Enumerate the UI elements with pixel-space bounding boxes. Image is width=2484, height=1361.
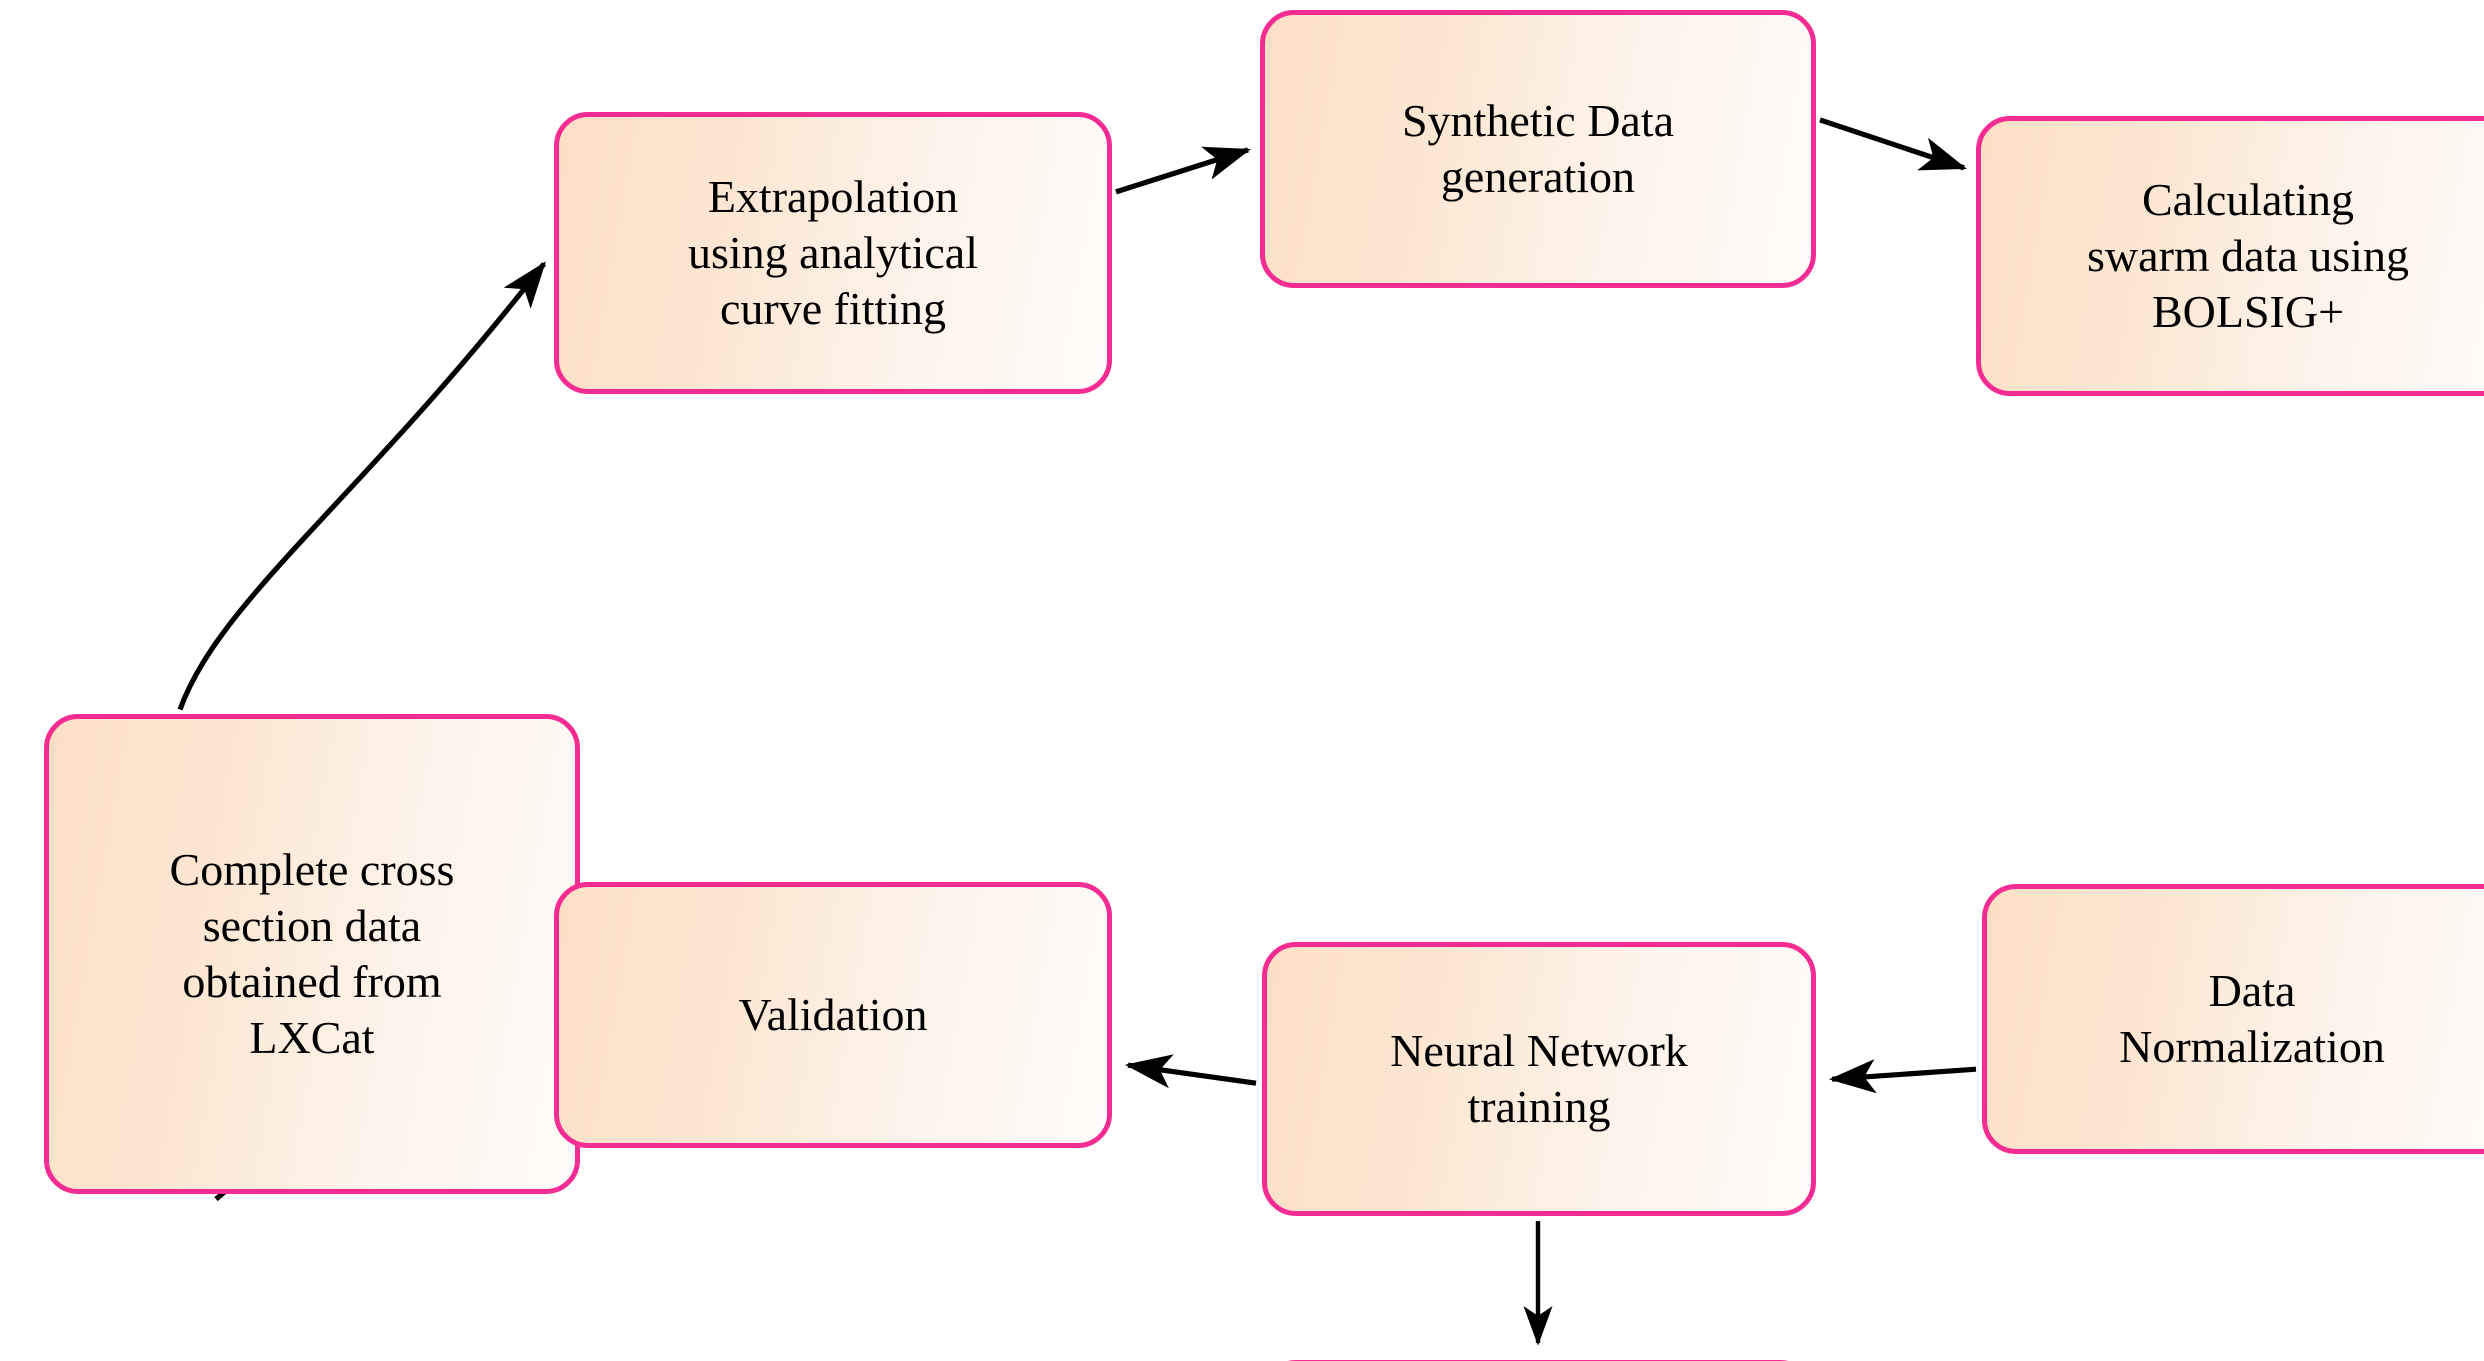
node-neural-network-training[interactable]: Neural Network training — [1262, 942, 1816, 1216]
node-label-synthetic-data-generation: Synthetic Data generation — [1401, 94, 1675, 202]
edge-crosssection-to-extrapolation — [177, 261, 547, 711]
node-validation[interactable]: Validation — [554, 882, 1112, 1148]
node-label-extrapolation: Extrapolation using analytical curve fit… — [688, 170, 978, 335]
node-label-data-normalization: Data Normalization — [2119, 964, 2385, 1072]
node-calculating-swarm-data[interactable]: Calculating swarm data using BOLSIG+ — [1976, 116, 2484, 396]
node-data-normalization[interactable]: Data Normalization — [1982, 884, 2484, 1154]
node-synthetic-data-generation[interactable]: Synthetic Data generation — [1260, 10, 1816, 288]
node-label-neural-network-training: Neural Network training — [1390, 1024, 1688, 1132]
edge-normalization-to-training — [1828, 1059, 1977, 1094]
edge-synthetic-to-swarm — [1819, 117, 1967, 171]
node-label-calculating-swarm-data: Calculating swarm data using BOLSIG+ — [2087, 173, 2409, 338]
node-label-validation: Validation — [738, 988, 928, 1040]
edge-extrapolation-to-synthetic — [1115, 146, 1251, 195]
node-label-cross-section-data: Complete cross section data obtained fro… — [169, 843, 455, 1064]
node-extrapolation[interactable]: Extrapolation using analytical curve fit… — [554, 112, 1112, 394]
node-cross-section-data[interactable]: Complete cross section data obtained fro… — [44, 714, 580, 1194]
edge-training-to-validation — [1124, 1054, 1257, 1089]
